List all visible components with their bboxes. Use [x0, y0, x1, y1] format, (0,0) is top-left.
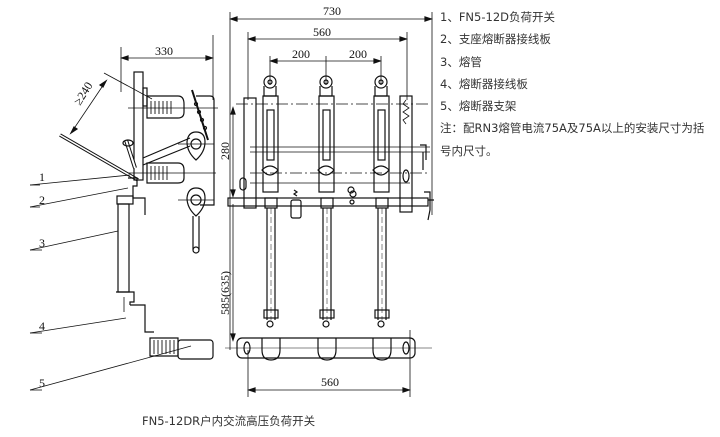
- pole-center: [317, 75, 335, 328]
- frame-post: [133, 71, 144, 181]
- dim-fuse-height: 585(635): [218, 271, 232, 315]
- callout-2: 2: [39, 193, 45, 207]
- fuse-tube: [117, 203, 130, 293]
- side-view: [59, 35, 218, 360]
- dim-pole-spacing-right: 200: [349, 47, 367, 61]
- callout-3: 3: [39, 236, 45, 250]
- callout-5: 5: [39, 376, 45, 390]
- dim-overall-width: 730: [323, 4, 341, 18]
- pole-left: [261, 75, 279, 328]
- dim-pole-spacing-left: 200: [292, 47, 310, 61]
- legend-item: 3、熔管: [440, 54, 482, 69]
- callout-4: 4: [39, 319, 45, 333]
- dim-side-clearance: ≥240: [71, 79, 96, 107]
- legend-note: 注：配RN3熔管电流75A及75A以上的安装尺寸为括号内尺寸。: [440, 121, 705, 158]
- dim-side-width: 330: [155, 44, 173, 58]
- dim-base-width: 560: [321, 375, 339, 389]
- parts-legend: 1、FN5-12D负荷开关 2、支座熔断器接线板 3、熔管 4、熔断器接线板 5…: [440, 6, 720, 162]
- legend-item: 4、熔断器接线板: [440, 76, 528, 91]
- legend-item: 1、FN5-12D负荷开关: [440, 10, 555, 24]
- pole-right: [372, 75, 390, 328]
- dim-side-height: 280: [218, 142, 232, 160]
- front-view: [225, 12, 434, 397]
- callout-1: 1: [39, 170, 45, 184]
- legend-item: 5、熔断器支架: [440, 99, 517, 114]
- legend-item: 2、支座熔断器接线板: [440, 32, 551, 47]
- callout-leaders: [29, 174, 192, 391]
- dim-mount-width: 560: [313, 25, 331, 39]
- figure-caption: FN5-12DR户内交流高压负荷开关: [142, 414, 316, 428]
